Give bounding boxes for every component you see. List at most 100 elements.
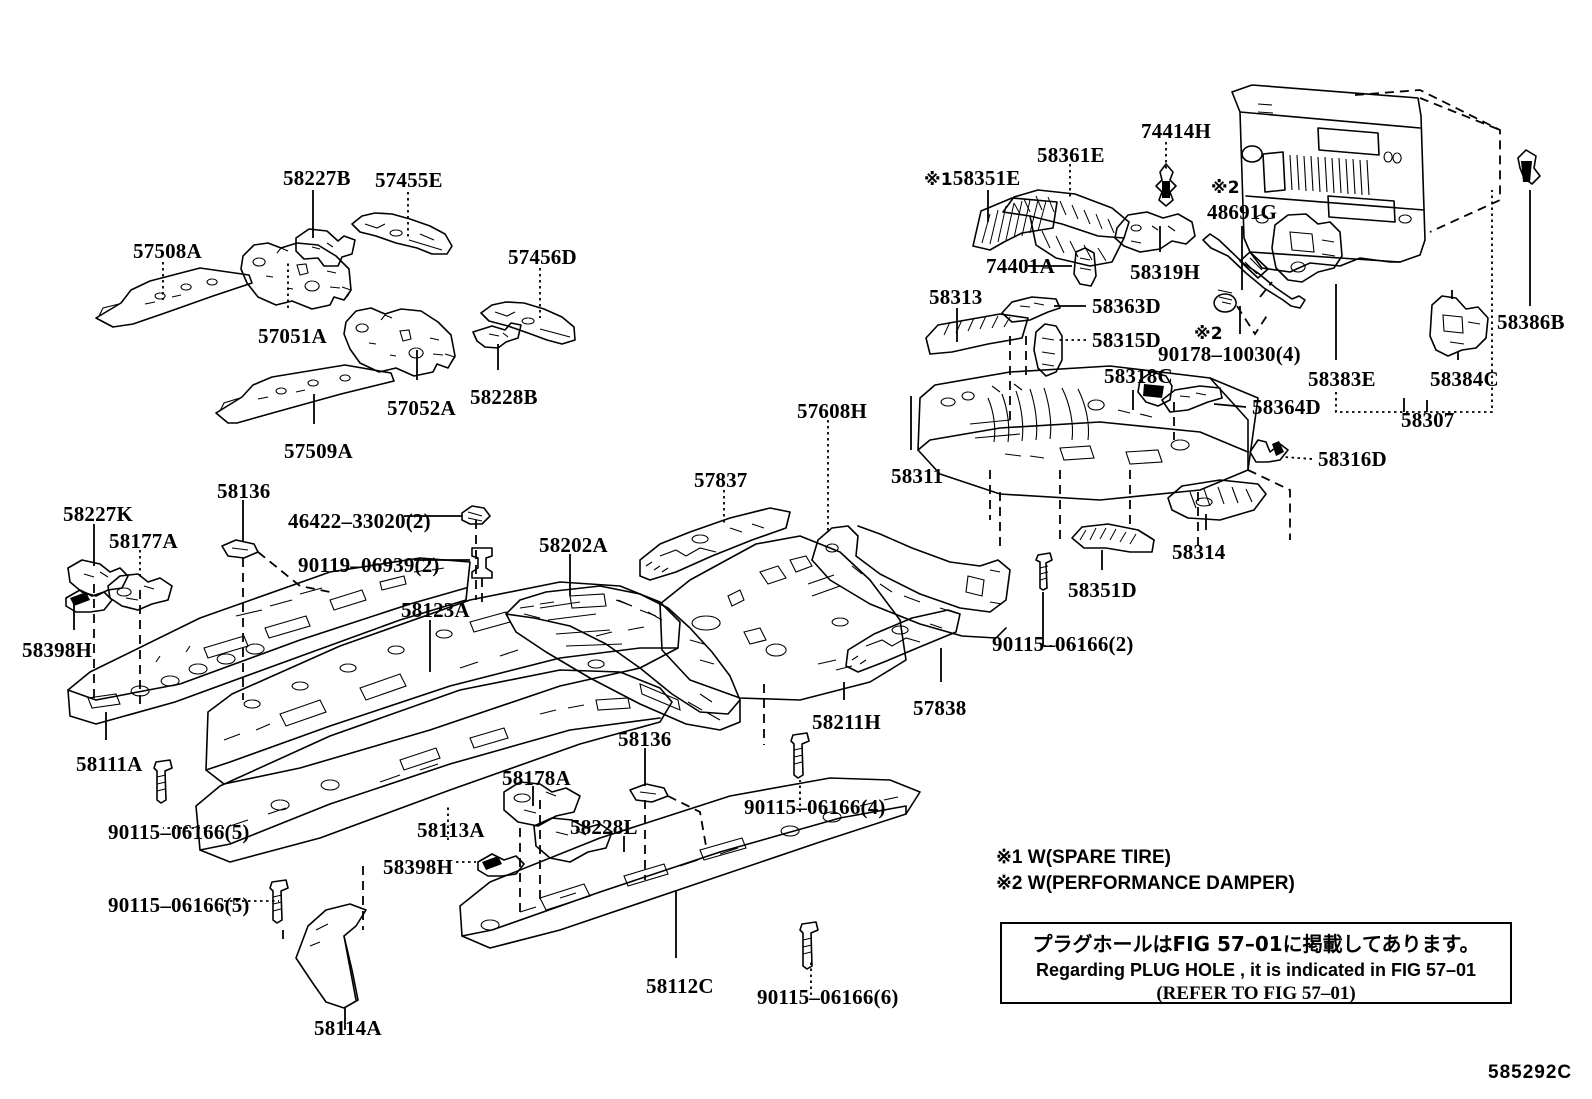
part-74401A (1073, 247, 1097, 287)
part-57455E (351, 212, 453, 255)
callout-57456D: 57456D (508, 245, 577, 269)
part-57052A (343, 307, 456, 377)
callout-58112C: 58112C (646, 974, 714, 998)
callout-58351D: 58351D (1068, 578, 1137, 602)
part-58386B (1517, 149, 1541, 185)
fastener-90115-06166-4 (790, 732, 810, 779)
callout-58386B: 58386B (1497, 310, 1565, 334)
part-58313 (925, 313, 1029, 355)
callout-58315D: 58315D (1092, 328, 1161, 352)
callout-90178-10030: 90178–10030(4) (1158, 342, 1301, 366)
plug-hole-note-refer: (REFER TO FIG 57–01) (1156, 983, 1356, 1004)
callout-58313: 58313 (929, 285, 983, 309)
part-58136-bottom (629, 783, 669, 803)
part-58111A-floor-silencer (67, 557, 471, 725)
part-58227B (295, 228, 356, 267)
callout-58361E: 58361E (1037, 143, 1105, 167)
callout-58113A: 58113A (417, 818, 485, 842)
note-marker-2b: ※2 (1194, 324, 1223, 344)
callout-90115-06166-5b: 90115–06166(5) (108, 893, 250, 917)
callout-90178-10030-marker: ※2 (1194, 322, 1223, 343)
footnote-1: ※1 W(SPARE TIRE) (996, 847, 1171, 868)
callout-58384C: 58384C (1430, 367, 1499, 391)
callout-57838: 57838 (913, 696, 967, 720)
callout-58383E: 58383E (1308, 367, 1376, 391)
callout-90115-06166-4: 90115–06166(4) (744, 795, 886, 819)
callout-58178A: 58178A (502, 766, 571, 790)
note-marker-1: ※1 (924, 170, 953, 190)
part-48691G (1202, 233, 1306, 336)
callout-57051A: 57051A (258, 324, 327, 348)
callout-58228L: 58228L (570, 815, 638, 839)
part-58351D (1071, 523, 1155, 553)
callout-58307: 58307 (1401, 408, 1455, 432)
part-58228B (472, 322, 522, 349)
part-57837 (639, 507, 791, 581)
callout-48691G-marker: ※2 (1211, 176, 1240, 197)
footnote-2: ※2 W(PERFORMANCE DAMPER) (996, 873, 1295, 894)
callout-74401A: 74401A (986, 254, 1055, 278)
callout-48691G: 48691G (1207, 200, 1278, 224)
leader-lines (73, 142, 1531, 1030)
part-58318C (1137, 371, 1173, 407)
callout-74414H: 74414H (1141, 119, 1212, 143)
fastener-90115-06166-5b (269, 879, 289, 924)
part-58314 (1167, 479, 1267, 521)
callout-58316D: 58316D (1318, 447, 1387, 471)
callout-90115-06166-2: 90115–06166(2) (992, 632, 1134, 656)
callout-58398H-upper: 58398H (22, 638, 93, 662)
part-58227K (67, 559, 129, 597)
plug-hole-note-en: Regarding PLUG HOLE , it is indicated in… (1035, 960, 1477, 980)
callout-58398H-lower: 58398H (383, 855, 454, 879)
part-57051A (240, 242, 352, 310)
callout-58364D: 58364D (1252, 395, 1321, 419)
part-58319H (1114, 211, 1196, 253)
part-58363D (1001, 296, 1061, 323)
callout-58318C: 58318C (1104, 364, 1173, 388)
callout-58123A: 58123A (401, 598, 470, 622)
callout-58111A: 58111A (76, 752, 143, 776)
part-58315D (1033, 323, 1063, 377)
part-58178A (503, 781, 581, 827)
fastener-90115-06166-5a (153, 759, 173, 804)
callout-46422-33020: 46422–33020(2) (288, 509, 431, 533)
callout-58351E: ※158351E (924, 166, 1021, 190)
part-58307-rear-body-panel (1231, 84, 1501, 273)
callout-57509A: 57509A (284, 439, 353, 463)
part-57838 (845, 609, 961, 673)
part-57456D (480, 301, 576, 345)
callout-58363D: 58363D (1092, 294, 1161, 318)
callout-58319H: 58319H (1130, 260, 1201, 284)
plug-hole-note-box: プラグホールはFIG 57–01に掲載してあります。 Regarding PLU… (1000, 922, 1512, 1004)
part-58316D (1249, 439, 1289, 463)
callout-90115-06166-6: 90115–06166(6) (757, 985, 899, 1009)
part-58112C (459, 777, 921, 949)
part-58361E (1002, 189, 1130, 267)
callout-90115-06166-5a: 90115–06166(5) (108, 820, 250, 844)
callout-58228B: 58228B (470, 385, 538, 409)
part-57508A (95, 267, 253, 328)
part-46422-33020 (461, 505, 491, 525)
callout-90119-06939: 90119–06939(2) (298, 553, 440, 577)
part-74414H (1155, 163, 1177, 207)
callout-58177A: 58177A (109, 529, 178, 553)
callout-57608H: 57608H (797, 399, 868, 423)
figure-code: 585292C (1488, 1062, 1573, 1083)
fastener-90115-06166-2 (1035, 552, 1053, 591)
part-58384C (1429, 295, 1489, 357)
callout-58114A: 58114A (314, 1016, 382, 1040)
part-58202A (505, 585, 741, 731)
callout-58211H: 58211H (812, 710, 881, 734)
part-57509A (215, 364, 395, 424)
callout-58202A: 58202A (539, 533, 608, 557)
part-58177A (107, 573, 173, 611)
plug-hole-note-jp: プラグホールはFIG 57–01に掲載してあります。 (1032, 932, 1480, 956)
callout-58136-top: 58136 (217, 479, 271, 503)
part-58398H-lower (477, 853, 525, 877)
fastener-90115-06166-6 (799, 921, 819, 970)
part-58228L (533, 817, 613, 863)
callout-58311: 58311 (891, 464, 944, 488)
callout-58314: 58314 (1172, 540, 1226, 564)
